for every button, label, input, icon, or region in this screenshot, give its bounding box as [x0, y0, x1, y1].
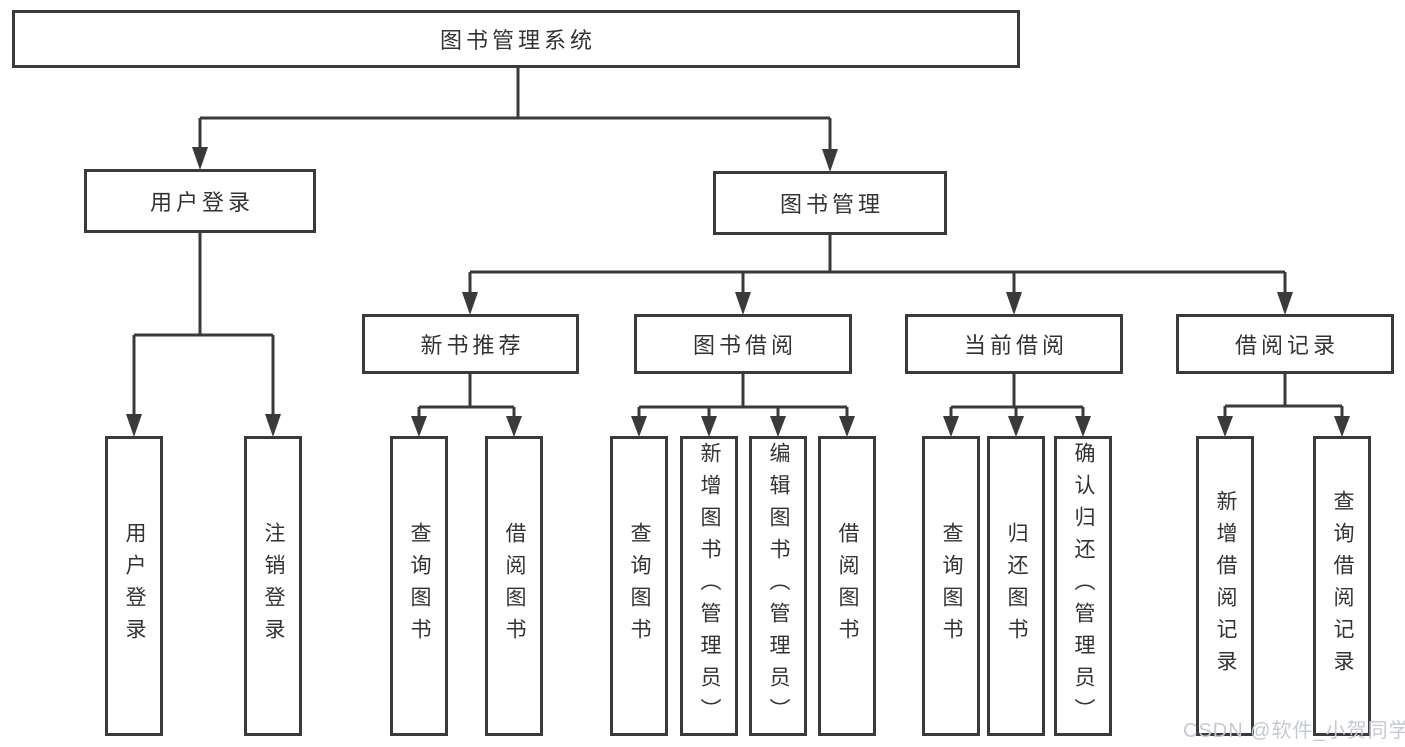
connector-user-login — [126, 233, 281, 437]
node-borrowing-records: 借阅记录 — [1176, 314, 1394, 374]
node-new-book-recommendation: 新书推荐 — [362, 314, 579, 374]
node-query-books-current: 查询图书 — [922, 436, 980, 736]
node-borrow-books-borrowing: 借阅图书 — [818, 436, 876, 736]
connector-borrowing-records — [1217, 374, 1350, 437]
node-query-borrow-record: 查询借阅记录 — [1313, 436, 1371, 736]
node-query-books-recommend: 查询图书 — [390, 436, 448, 736]
csdn-watermark: CSDN @软件_小贺同学 — [1183, 720, 1405, 742]
connector-current-borrowing — [943, 374, 1091, 437]
connector-book-management — [462, 235, 1293, 315]
node-edit-book-admin: 编辑图书（管理员） — [749, 436, 807, 736]
node-add-book-admin: 新增图书（管理员） — [680, 436, 738, 736]
node-book-management: 图书管理 — [713, 171, 947, 235]
node-user-login-group: 用户登录 — [84, 169, 316, 233]
connector-book-borrowing — [631, 374, 855, 437]
connector-new-book-recommendation — [411, 374, 522, 437]
connector-root — [192, 68, 838, 172]
node-book-borrowing: 图书借阅 — [634, 314, 852, 374]
node-logout: 注销登录 — [244, 436, 302, 736]
node-query-books-borrowing: 查询图书 — [610, 436, 668, 736]
node-confirm-return-admin: 确认归还（管理员） — [1054, 436, 1112, 736]
node-user-login: 用户登录 — [105, 436, 163, 736]
node-return-books: 归还图书 — [987, 436, 1045, 736]
node-borrow-books-recommend: 借阅图书 — [485, 436, 543, 736]
node-current-borrowing: 当前借阅 — [905, 314, 1123, 374]
node-add-borrow-record: 新增借阅记录 — [1196, 436, 1254, 736]
node-library-management-system: 图书管理系统 — [12, 10, 1020, 68]
